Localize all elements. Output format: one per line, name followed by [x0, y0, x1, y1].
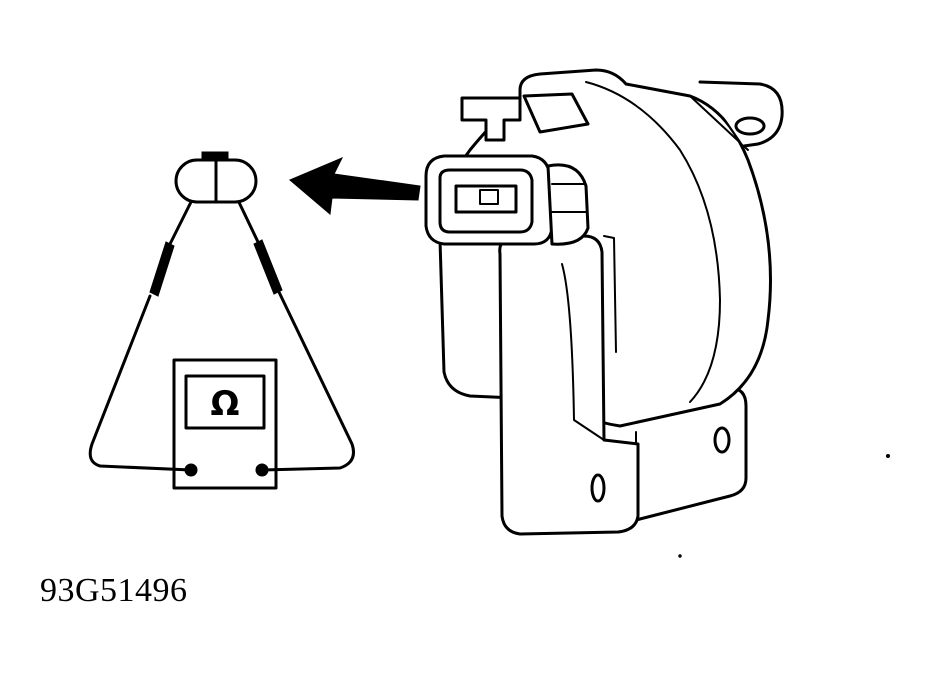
- scan-speck: [678, 554, 682, 558]
- figure-id-label: 93G51496: [40, 572, 188, 609]
- base-bolt-hole: [713, 426, 731, 454]
- probe-left: [149, 241, 175, 297]
- probe-tip-left: [168, 194, 196, 246]
- scan-speck: [886, 454, 890, 458]
- connector-pin: [479, 189, 499, 205]
- tower-side: [603, 235, 617, 353]
- test-lead-left: [88, 194, 196, 472]
- lead-wire-right: [260, 288, 355, 472]
- connector-shroud: [546, 163, 590, 246]
- connector-terminals: [174, 151, 258, 204]
- coil-latch-tab: [460, 96, 522, 142]
- ear-bolt-hole: [734, 116, 766, 136]
- arrow-left-icon: [289, 157, 421, 215]
- lead-wire-left: [88, 294, 193, 472]
- probe-right: [253, 239, 283, 295]
- tower-edge: [561, 263, 605, 441]
- ohm-symbol: Ω: [211, 384, 240, 424]
- ohmmeter: Ω: [172, 358, 278, 490]
- housing-contour: [585, 81, 721, 403]
- direction-arrow: [289, 157, 421, 215]
- ignition-coil: [424, 68, 784, 536]
- shroud-ribs: [551, 183, 587, 213]
- tower-hole: [590, 473, 606, 503]
- coil-clip: [522, 92, 590, 134]
- housing-top-edge: [689, 95, 749, 151]
- connector-inner-rim: [438, 168, 534, 234]
- connector-socket: [454, 184, 518, 214]
- ohmmeter-display: [184, 374, 266, 430]
- probe-tip-right: [234, 194, 260, 244]
- test-lead-right: [234, 194, 355, 472]
